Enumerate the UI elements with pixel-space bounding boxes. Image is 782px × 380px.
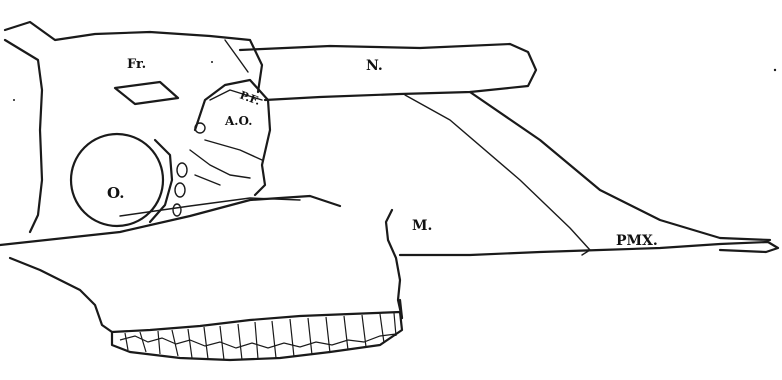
foramen-1: [177, 163, 187, 177]
jaw-outline: [10, 258, 112, 332]
skull-posterior-edge: [5, 40, 42, 232]
speck-2: [211, 61, 213, 63]
speck-1: [13, 99, 15, 101]
label-orbit: O.: [107, 184, 124, 202]
label-nasal: N.: [366, 58, 383, 74]
foramen-3: [173, 204, 181, 216]
maxilla-premaxilla-suture: [405, 95, 590, 255]
frontal-nasal-suture: [225, 40, 248, 72]
label-maxilla: M.: [412, 218, 432, 234]
label-antorbital: A.O.: [224, 114, 252, 128]
orbit-circle: [71, 134, 163, 226]
nasal-bone: [240, 44, 536, 100]
foramen-2: [175, 183, 185, 197]
speck-3: [774, 69, 776, 71]
label-frontal: Fr.: [127, 57, 146, 72]
skull-base-line: [0, 196, 340, 245]
label-premaxilla: PMX.: [616, 233, 658, 249]
snout-upper-edge: [470, 92, 770, 240]
antorbital-suture-3: [195, 175, 220, 185]
antorbital-suture-2: [190, 150, 250, 178]
zygomatic-line: [120, 198, 300, 216]
frontal-foramen: [115, 82, 178, 104]
antorbital-suture-1: [205, 140, 262, 160]
teeth-crowns: [120, 334, 396, 348]
